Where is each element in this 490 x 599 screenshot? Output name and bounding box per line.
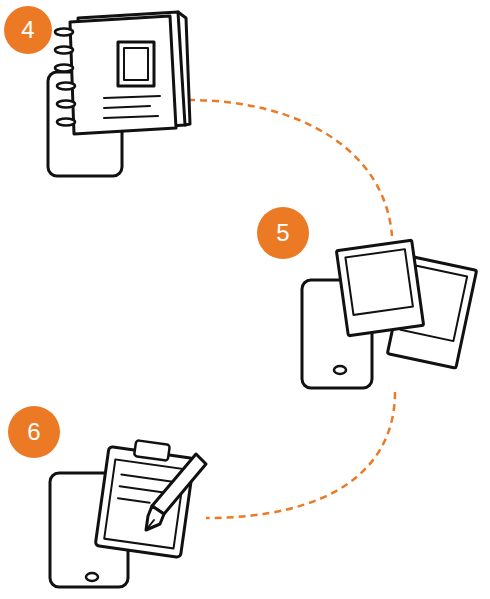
callout-circle: 4 — [4, 6, 52, 54]
notebook-icon — [48, 12, 190, 176]
callout-number: 6 — [27, 420, 40, 444]
clipboard-icon — [50, 437, 206, 587]
callout-number: 5 — [276, 221, 289, 245]
callout-number: 4 — [21, 18, 34, 42]
callout-circle: 5 — [257, 207, 309, 259]
callout-circle: 6 — [8, 406, 60, 458]
pen — [146, 454, 206, 530]
photos-icon — [302, 240, 477, 388]
